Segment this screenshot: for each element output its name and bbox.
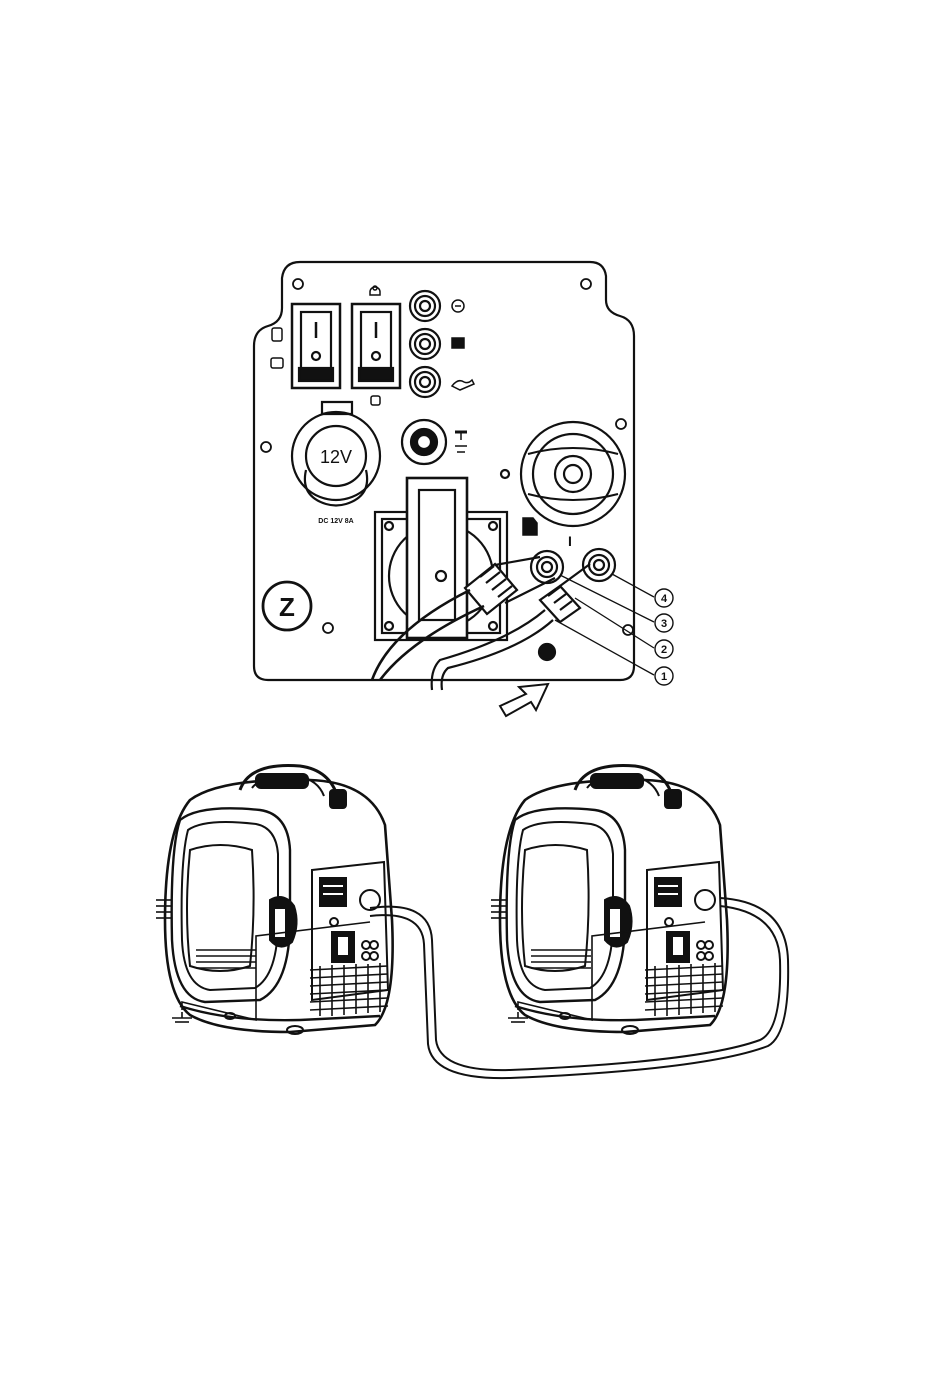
control-panel: 12V DC 12V 8A [254,262,673,690]
arrow-icon [500,684,548,716]
ac-outlet[interactable] [375,478,507,640]
battery-icon [452,338,464,348]
generator-right [491,766,728,1035]
fuel-switch[interactable] [352,304,400,388]
ground-terminal[interactable] [539,644,555,660]
fuel-icon [523,518,537,535]
callout-3: 3 [661,618,667,630]
fuel-cap[interactable] [521,422,625,526]
dc-socket-caption: DC 12V 8A [318,518,353,525]
callout-4: 4 [661,593,668,605]
lock-icon [370,286,380,295]
indicator-lamps [410,291,440,397]
eco-switch[interactable] [292,304,340,388]
parallel-cable [372,557,590,690]
generator-left [156,766,393,1035]
callout-1: 1 [661,671,667,683]
callout-leaders [555,574,654,675]
lock-icon [371,396,380,405]
reset-button[interactable] [402,420,446,464]
reset-icon [455,432,467,452]
callout-2: 2 [661,644,667,656]
dc-socket-label: 12V [320,447,352,467]
brand-mark: Z [279,592,295,622]
on-mark: I [568,533,572,549]
parallel-terminal-left[interactable] [531,551,563,583]
eco-icon [452,300,464,312]
indicator-dot [501,470,509,478]
oil-icon [452,380,474,390]
fuel-icon [271,328,283,368]
